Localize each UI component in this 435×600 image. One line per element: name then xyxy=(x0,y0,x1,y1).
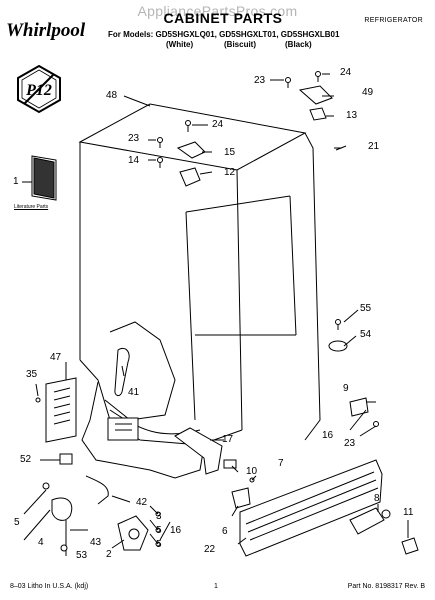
appliance-type: REFRIGERATOR xyxy=(364,17,423,24)
callout-13: 13 xyxy=(346,110,358,121)
callout-21: 21 xyxy=(368,141,380,152)
callout-14: 14 xyxy=(128,155,140,166)
callout-42: 42 xyxy=(136,497,148,508)
callout-10: 10 xyxy=(246,466,258,477)
callout-2: 2 xyxy=(106,549,112,560)
brand-name: Whirlpool xyxy=(6,20,86,41)
package-icon: P12 xyxy=(17,64,61,114)
callout-11: 11 xyxy=(403,507,414,518)
footer-page-number: 1 xyxy=(214,583,218,590)
callout-4: 4 xyxy=(38,537,44,548)
callout-6: 6 xyxy=(222,526,228,537)
color-white: (White) xyxy=(166,40,194,49)
models-line: For Models: GD5SHGXLQ01, GD5SHGXLT01, GD… xyxy=(108,30,340,39)
callout-16-mid: 16 xyxy=(170,525,182,536)
brand-logo: Whirlpool xyxy=(6,14,110,48)
watermark: AppliancePartsPros.com xyxy=(137,3,298,19)
page-title: CABINET PARTS xyxy=(163,10,283,26)
callout-9: 9 xyxy=(343,383,349,394)
footer-part-number: Part No. 8198317 Rev. B xyxy=(347,583,425,590)
callout-15: 15 xyxy=(224,147,236,158)
callout-3: 3 xyxy=(156,511,162,522)
callout-23-mid: 23 xyxy=(128,133,140,144)
footer-print-info: 8–03 Litho In U.S.A. (kdj) xyxy=(10,583,89,590)
callout-17: 17 xyxy=(222,434,234,445)
color-black: (Black) xyxy=(285,40,312,49)
callout-24-top: 24 xyxy=(340,67,352,78)
callout-55: 55 xyxy=(360,303,372,314)
callout-24-mid: 24 xyxy=(212,119,224,130)
callout-22: 22 xyxy=(204,544,216,555)
callout-49: 49 xyxy=(362,87,374,98)
callout-12: 12 xyxy=(224,167,236,178)
callout-5-mid: 5 xyxy=(156,525,162,536)
literature-parts-label: Literature Parts xyxy=(14,204,49,210)
callout-23-right: 23 xyxy=(344,438,356,449)
callout-7: 7 xyxy=(278,458,284,469)
callout-1: 1 xyxy=(13,176,19,187)
callout-23-top: 23 xyxy=(254,75,266,86)
callout-5-left: 5 xyxy=(14,517,20,528)
callout-16-right: 16 xyxy=(322,430,334,441)
callout-47: 47 xyxy=(50,352,62,363)
callout-52: 52 xyxy=(20,454,32,465)
callout-35: 35 xyxy=(26,369,38,380)
callout-41: 41 xyxy=(128,387,140,398)
color-biscuit: (Biscuit) xyxy=(224,40,256,49)
callout-48: 48 xyxy=(106,90,118,101)
callout-8: 8 xyxy=(374,493,380,504)
callout-5-bottom: 5 xyxy=(156,539,162,550)
callout-54: 54 xyxy=(360,329,372,340)
callout-43: 43 xyxy=(90,537,102,548)
callout-53: 53 xyxy=(76,550,88,561)
